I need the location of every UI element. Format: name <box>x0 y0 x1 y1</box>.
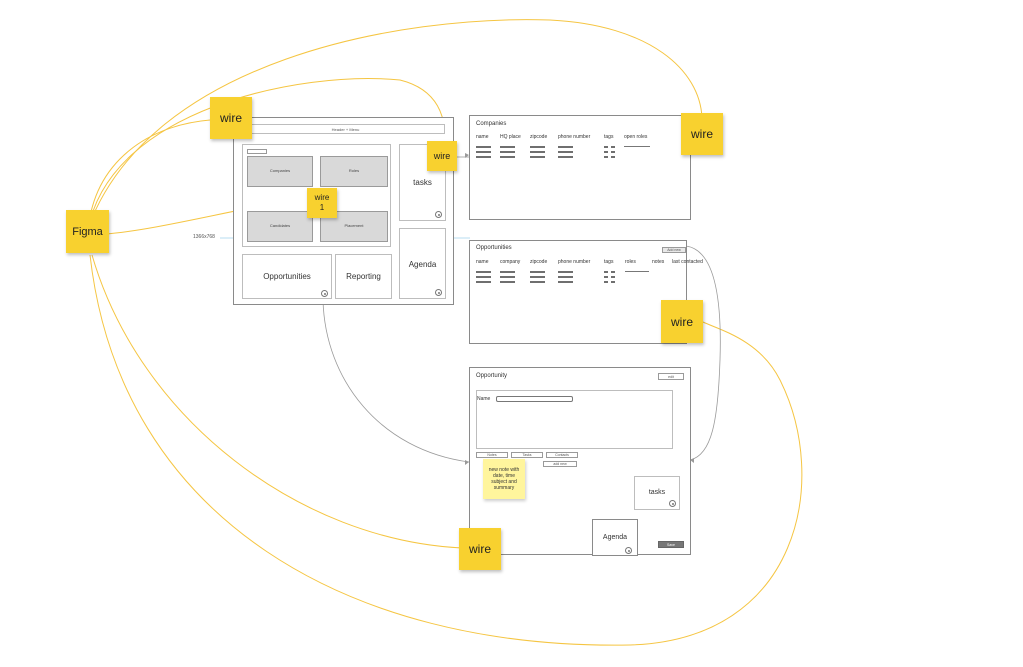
dashboard-agenda-card[interactable]: Agenda <box>399 228 446 299</box>
row-placeholder-lines <box>500 146 515 161</box>
tab-tasks[interactable]: Tasks <box>511 452 543 458</box>
name-input[interactable] <box>496 396 573 402</box>
opportunities-list-title: Opportunities <box>476 245 512 251</box>
row-placeholder-lines <box>500 271 515 286</box>
wire-sticky[interactable]: wire <box>427 141 457 171</box>
dashboard-frame[interactable]: Header + Menu Companies Roles M Candidat… <box>233 117 454 305</box>
column-header: name <box>476 134 489 140</box>
column-header: company <box>500 259 521 265</box>
tasks-label: tasks <box>648 489 666 496</box>
wire-sticky[interactable]: wire <box>661 300 703 343</box>
connector-figma-to-dashboard-header <box>87 78 445 231</box>
connector-figma-to-wire-bottom <box>91 254 463 549</box>
column-header: tags <box>604 134 614 140</box>
connector-list-to-detail <box>685 245 721 461</box>
row-placeholder-lines <box>604 271 608 286</box>
opportunities-label: Opportunities <box>263 272 311 281</box>
opportunities-list-frame[interactable]: Opportunities Add new name company zipco… <box>469 240 703 344</box>
opportunity-title: Opportunity <box>476 373 508 379</box>
figma-sticky[interactable]: Figma <box>66 210 109 253</box>
column-header: last contacted <box>672 259 703 265</box>
note-annotation-sticky[interactable]: new note with date, time subject and sum… <box>483 459 525 499</box>
column-header: open roles <box>624 134 648 140</box>
row-placeholder-lines <box>476 271 491 286</box>
roles-line <box>625 271 649 272</box>
main-panel-tag <box>247 149 267 154</box>
dashboard-opportunities-card[interactable]: Opportunities <box>242 254 332 299</box>
settings-icon <box>669 500 676 507</box>
tab-contacts[interactable]: Contacts <box>546 452 578 458</box>
settings-icon <box>321 290 328 297</box>
wire-1-sticky[interactable]: wire 1 <box>307 188 337 218</box>
opportunity-form-panel: Name <box>476 390 673 449</box>
row-placeholder-lines <box>530 146 545 161</box>
add-new-button[interactable]: add new <box>543 461 577 467</box>
wire-sticky[interactable]: wire <box>681 113 723 155</box>
resolution-label: 1366x768 <box>193 234 215 240</box>
connector-opportunities-to-detail <box>322 299 470 463</box>
opportunity-tasks-card[interactable]: tasks <box>634 476 680 510</box>
column-header: notes <box>652 259 665 265</box>
connector-figma-to-wire-companies <box>87 19 703 229</box>
header-text: Header + Menu <box>331 127 360 132</box>
settings-icon <box>435 289 442 296</box>
add-new-button[interactable]: Add new <box>662 247 686 253</box>
edit-button[interactable]: edit <box>658 373 684 380</box>
agenda-label: Agenda <box>602 534 628 541</box>
row-placeholder-lines <box>611 271 615 286</box>
opportunity-agenda-card[interactable]: Agenda <box>592 519 638 556</box>
settings-icon <box>435 211 442 218</box>
wire-sticky[interactable]: wire <box>459 528 501 570</box>
tile-roles[interactable]: Roles <box>320 156 388 187</box>
settings-icon <box>625 547 632 554</box>
column-header: roles <box>625 259 636 265</box>
agenda-label: Agenda <box>408 260 437 269</box>
column-header: HQ place <box>500 134 521 140</box>
column-header: phone number <box>558 134 591 140</box>
companies-title: Companies <box>476 121 507 127</box>
open-roles-line <box>624 146 650 147</box>
column-header: zipcode <box>530 134 548 140</box>
column-header: tags <box>604 259 614 265</box>
row-placeholder-lines <box>611 146 615 161</box>
name-label: Name <box>477 396 491 402</box>
save-button[interactable]: Save <box>658 541 684 548</box>
dashboard-main-panel: Companies Roles M Candidates Placement <box>242 144 391 247</box>
reporting-label: Reporting <box>346 272 381 281</box>
companies-frame[interactable]: Companies name HQ place zipcode phone nu… <box>469 115 691 220</box>
row-placeholder-lines <box>604 146 608 161</box>
connector-figma-to-far-right-loop <box>89 254 803 646</box>
dashboard-header: Header + Menu <box>246 124 445 134</box>
tile-candidates[interactable]: Candidates <box>247 211 313 242</box>
row-placeholder-lines <box>558 146 573 161</box>
column-header: zipcode <box>530 259 548 265</box>
row-placeholder-lines <box>476 146 491 161</box>
column-header: name <box>476 259 489 265</box>
wire-sticky[interactable]: wire <box>210 97 252 139</box>
row-placeholder-lines <box>530 271 545 286</box>
column-header: phone number <box>558 259 591 265</box>
row-placeholder-lines <box>558 271 573 286</box>
dashboard-reporting-card[interactable]: Reporting <box>335 254 392 299</box>
tile-placement[interactable]: Placement <box>320 211 388 242</box>
tasks-label: tasks <box>413 178 432 187</box>
tile-companies[interactable]: Companies <box>247 156 313 187</box>
tab-notes[interactable]: Notes <box>476 452 508 458</box>
connector-figma-to-wire-top <box>87 119 211 231</box>
